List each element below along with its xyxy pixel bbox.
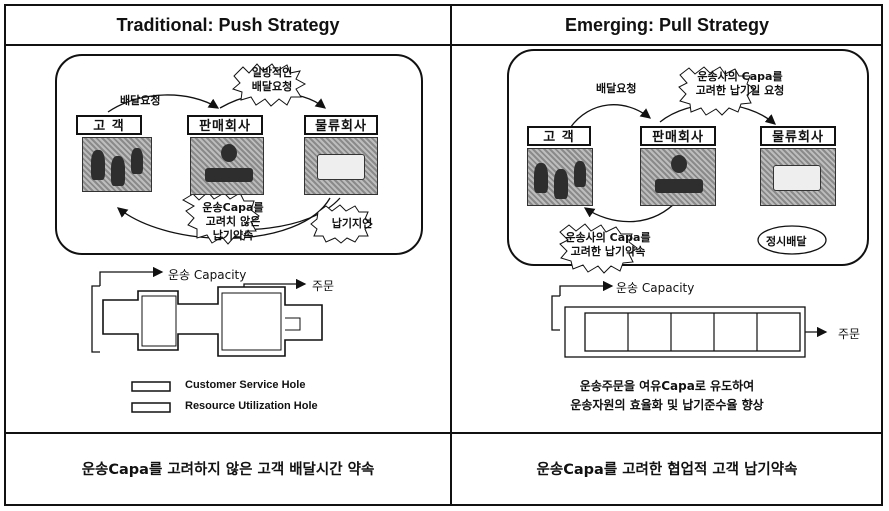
legend-swatch-resource bbox=[131, 402, 171, 413]
right-scheduled-label: 정시배달 bbox=[766, 235, 807, 248]
legend-swatch-customer bbox=[131, 381, 171, 392]
left-node-logistics: 물류회사 bbox=[304, 115, 378, 135]
right-request-label: 배달요청 bbox=[596, 82, 637, 95]
left-node-seller: 판매회사 bbox=[187, 115, 263, 135]
right-arrow-promise bbox=[583, 199, 679, 223]
right-capacity-label: 운송 Capacity bbox=[616, 281, 695, 295]
left-scenario-panel bbox=[55, 54, 423, 255]
right-caption-line-1: 운송주문을 여유Capa로 유도하여 bbox=[579, 379, 755, 393]
left-capacity-label: 운송 Capacity bbox=[168, 268, 247, 282]
right-scenario-panel bbox=[507, 49, 869, 266]
right-node-logistics: 물류회사 bbox=[760, 126, 836, 146]
left-title: Traditional: Push Strategy bbox=[116, 15, 340, 35]
left-capacity-bracket bbox=[91, 285, 100, 353]
outer-frame bbox=[4, 4, 883, 506]
right-title: Emerging: Pull Strategy bbox=[564, 15, 770, 35]
legend-resource-utilization-hole: Resource Utilization Hole bbox=[185, 400, 318, 412]
right-customers-image bbox=[527, 148, 593, 206]
legend-customer-service-hole: Customer Service Hole bbox=[185, 379, 306, 391]
left-capacity-arrow bbox=[99, 266, 164, 286]
left-capacity-shape bbox=[102, 286, 323, 357]
right-logistics-image bbox=[760, 148, 836, 206]
column-divider bbox=[450, 4, 452, 506]
right-order-label: 주문 bbox=[838, 327, 861, 341]
right-node-seller: 판매회사 bbox=[640, 126, 716, 146]
left-node-customer: 고 객 bbox=[76, 115, 142, 135]
right-burst-promise bbox=[559, 223, 638, 274]
left-burst-oneway bbox=[232, 63, 307, 107]
right-node-customer: 고 객 bbox=[527, 126, 591, 146]
left-arrow-request bbox=[107, 94, 220, 113]
left-capacity-inner-b bbox=[221, 292, 282, 351]
right-footer: 운송Capa를 고려한 협업적 고객 납기약속 bbox=[536, 462, 798, 478]
right-seller-image bbox=[640, 148, 716, 206]
customers-image bbox=[82, 137, 152, 192]
left-burst-delay-text: 납기지연 bbox=[331, 217, 373, 230]
right-capacity-arrow bbox=[559, 280, 614, 296]
seller-image bbox=[190, 137, 264, 195]
left-capacity-notch bbox=[285, 317, 301, 331]
right-burst-request bbox=[678, 66, 756, 116]
header-divider bbox=[4, 44, 883, 46]
right-arrow-request bbox=[569, 104, 652, 129]
left-burst-promise bbox=[181, 191, 260, 245]
left-footer: 운송Capa를 고려하지 않은 고객 배달시간 약속 bbox=[81, 462, 375, 478]
footer-divider bbox=[4, 432, 883, 434]
right-capacity-bracket bbox=[551, 295, 560, 331]
right-capacity-inner bbox=[584, 312, 801, 352]
logistics-image bbox=[304, 137, 378, 195]
right-caption-line-2: 운송자원의 효율화 및 납기준수율 향상 bbox=[570, 398, 764, 412]
right-scheduled-ellipse bbox=[757, 225, 827, 255]
left-burst-delay bbox=[310, 204, 373, 244]
left-capacity-inner-a bbox=[141, 295, 177, 347]
left-request-label: 배달요청 bbox=[120, 94, 161, 107]
left-order-label: 주문 bbox=[312, 279, 335, 293]
